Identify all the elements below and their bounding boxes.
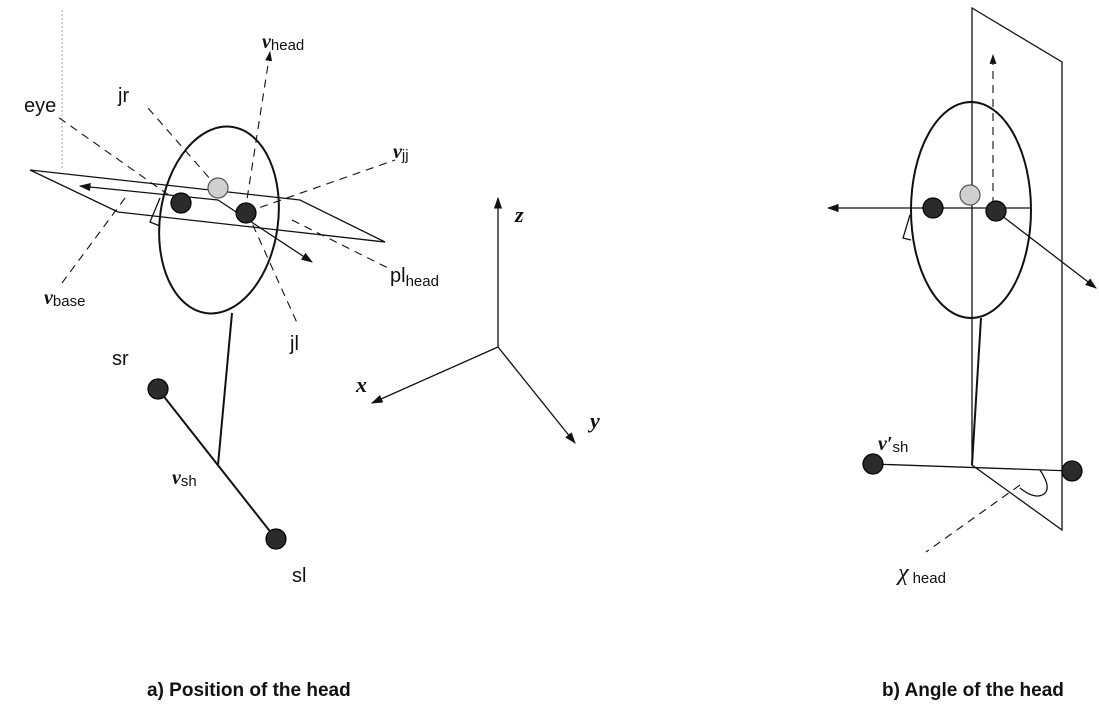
eye-joint (170, 192, 192, 214)
v-base-label: vbase (44, 287, 85, 310)
panel-b-caption: b) Angle of the head (882, 680, 1064, 701)
shoulder-line (157, 388, 277, 540)
nose-b (902, 214, 912, 241)
head-center-joint-b (959, 184, 981, 206)
head-ellipse (158, 125, 280, 315)
y-axis (497, 346, 576, 444)
neck-line-b (971, 317, 982, 466)
vertical-plane (971, 6, 1063, 532)
v-head-vector (244, 51, 273, 213)
sr-joint (147, 378, 169, 400)
jr-leader (147, 107, 219, 189)
y-axis-label: y (587, 408, 600, 433)
nose (149, 197, 161, 227)
panel-a-caption: a) Position of the head (147, 680, 351, 701)
eye-leader (54, 114, 181, 204)
head-plane (29, 169, 386, 243)
sl-label: sl (292, 565, 306, 587)
v-base-vector (78, 182, 219, 201)
diagonal-vector (996, 211, 1097, 289)
v-jj-vector (217, 199, 313, 263)
left-eye-joint-b (922, 197, 944, 219)
jl-joint (235, 202, 257, 224)
panel-a: vhead jr eye vjj vbase plhead jl sr vsh … (24, 10, 600, 701)
x-axis-label: x (355, 372, 367, 397)
v-jj-leader (246, 159, 396, 213)
jr-label: jr (117, 85, 129, 107)
sl-joint-b (1061, 460, 1083, 482)
v-base-leader (61, 197, 126, 284)
x-axis (370, 346, 499, 404)
v-head-label: vhead (262, 31, 304, 54)
z-axis-label: z (514, 202, 524, 227)
jl-label: jl (289, 333, 299, 355)
sr-joint-b (862, 453, 884, 475)
eye-label: eye (24, 95, 56, 117)
right-eye-joint-b (985, 200, 1007, 222)
v-sh-label: vsh (172, 467, 197, 490)
sr-label: sr (112, 348, 129, 370)
pl-head-leader (291, 219, 389, 269)
pl-head-label: plhead (390, 265, 439, 290)
chi-head-leader (925, 484, 1021, 553)
shoulder-line-b (872, 463, 1073, 472)
jl-leader (246, 211, 299, 326)
v-jj-label: vjj (393, 141, 409, 164)
v-prime-sh-label: v′sh (878, 433, 908, 456)
neck-line (217, 312, 233, 466)
head-ellipse-b (910, 101, 1032, 319)
head-center-joint (207, 177, 229, 199)
angle-arc (1019, 469, 1048, 497)
sl-joint (265, 528, 287, 550)
